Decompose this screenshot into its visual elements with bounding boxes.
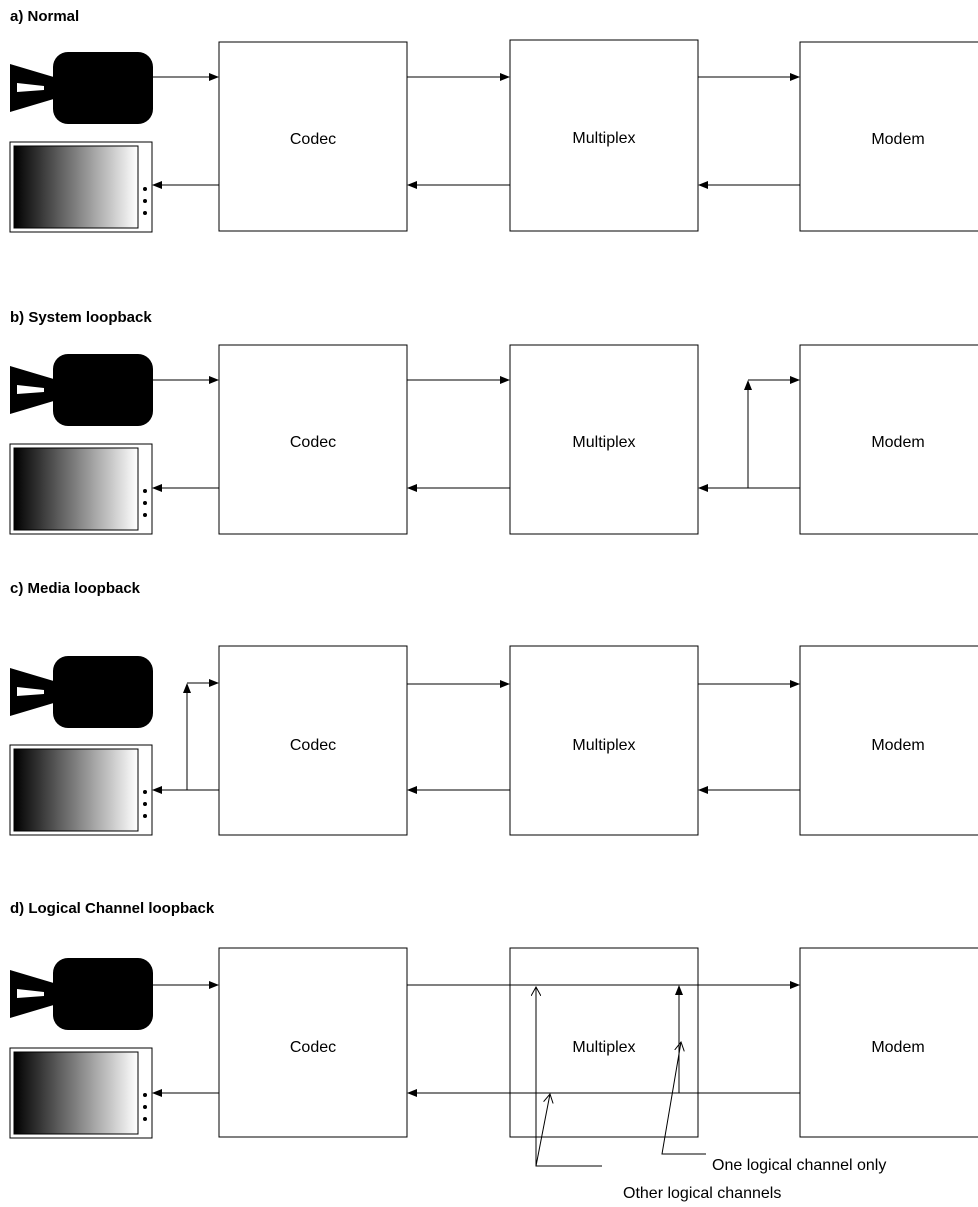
tv-monitor-icon — [9, 1047, 153, 1139]
modem-label: Modem — [871, 131, 924, 148]
multiplex-label: Multiplex — [572, 130, 635, 147]
section-title-c: c) Media loopback — [10, 580, 141, 597]
multiplex-label: Multiplex — [572, 737, 635, 754]
tv-monitor-icon — [9, 443, 153, 535]
one-channel-note: One logical channel only — [712, 1157, 886, 1174]
modem-label: Modem — [871, 434, 924, 451]
multiplex-label: Multiplex — [572, 1039, 635, 1056]
tv-monitor-icon — [9, 744, 153, 836]
multiplex-block — [509, 645, 699, 836]
multiplex-block — [509, 344, 699, 535]
other-channels-note: Other logical channels — [623, 1185, 781, 1202]
section-title-b: b) System loopback — [10, 309, 152, 326]
modem-label: Modem — [871, 1039, 924, 1056]
codec-label: Codec — [290, 131, 336, 148]
section-b: b) System loopback Codec Multiplex Modem — [9, 309, 978, 535]
tv-monitor-icon — [9, 141, 153, 233]
other-channels-pointer — [535, 1094, 550, 1167]
modem-block — [799, 947, 978, 1138]
one-channel-pointer — [661, 1042, 706, 1155]
video-camera-icon — [10, 958, 153, 1030]
codec-block — [218, 344, 408, 535]
modem-block — [799, 41, 978, 232]
video-camera-icon — [10, 52, 153, 124]
video-camera-icon — [10, 656, 153, 728]
section-title-a: a) Normal — [10, 8, 79, 25]
codec-label: Codec — [290, 737, 336, 754]
codec-label: Codec — [290, 1039, 336, 1056]
codec-block — [218, 645, 408, 836]
section-title-d: d) Logical Channel loopback — [10, 900, 215, 917]
section-c: c) Media loopback Codec Multiplex Modem — [9, 580, 978, 836]
modem-label: Modem — [871, 737, 924, 754]
multiplex-block — [509, 947, 699, 1138]
modem-block — [799, 645, 978, 836]
multiplex-block — [509, 39, 699, 232]
multiplex-label: Multiplex — [572, 434, 635, 451]
section-a: a) Normal Codec Multiplex Modem — [9, 8, 978, 233]
codec-block — [218, 947, 408, 1138]
video-camera-icon — [10, 354, 153, 426]
codec-label: Codec — [290, 434, 336, 451]
modem-block — [799, 344, 978, 535]
section-d: d) Logical Channel loopback Codec Multip… — [9, 900, 978, 1202]
codec-block — [218, 41, 408, 232]
